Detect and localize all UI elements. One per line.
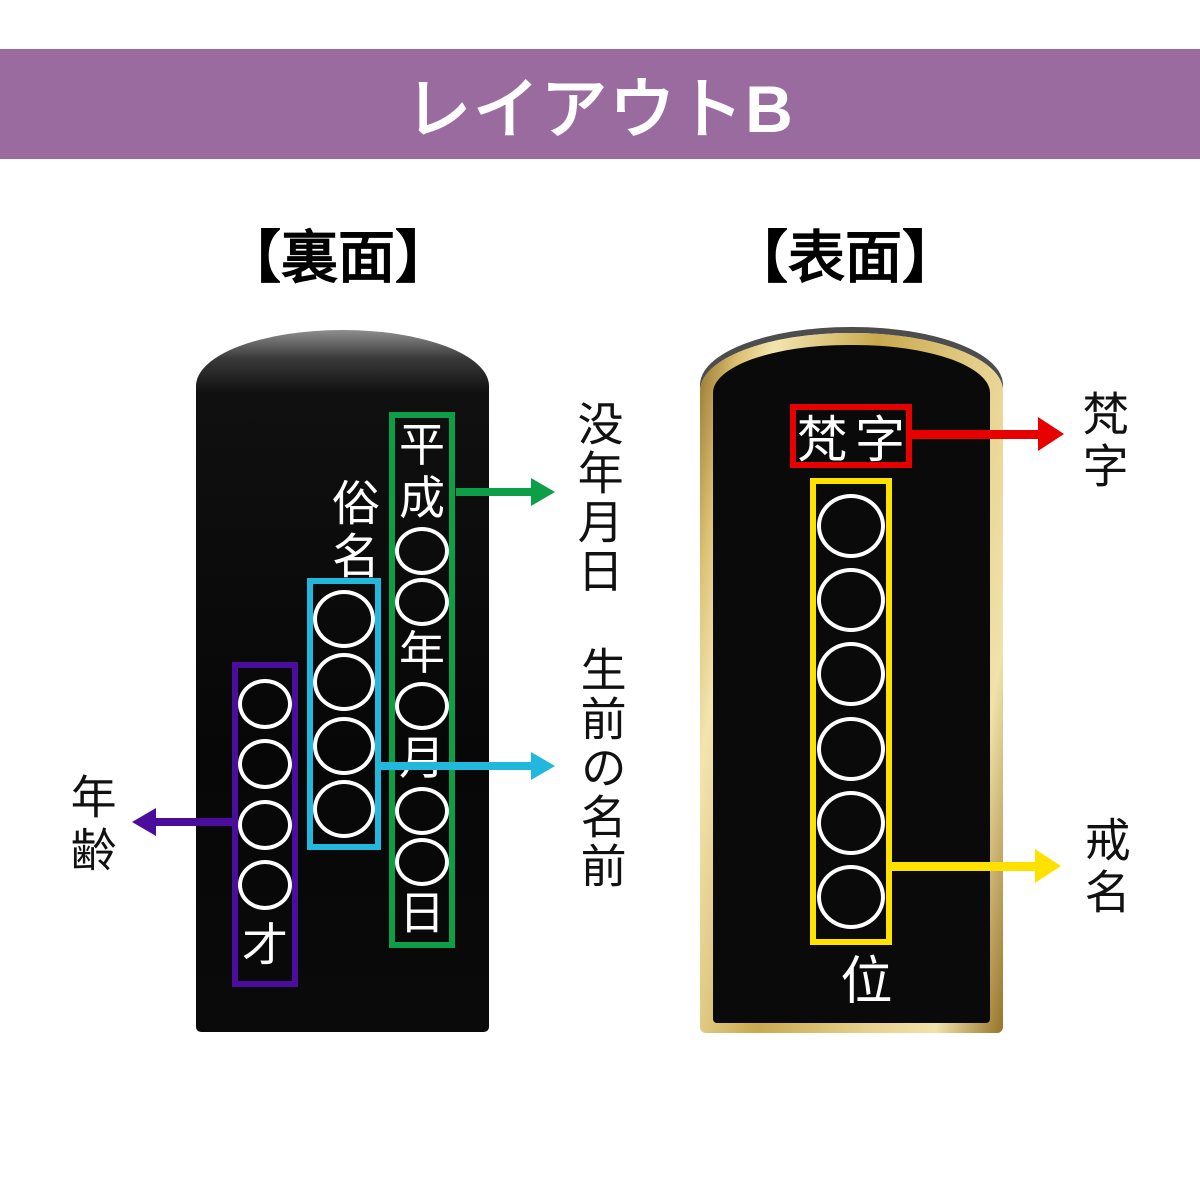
placeholder-circle bbox=[395, 527, 449, 576]
kaimyo-box bbox=[810, 478, 892, 945]
age-box: 才 bbox=[232, 662, 298, 987]
death-date-box: 平成年月日 bbox=[389, 412, 455, 948]
cyan-arrow-line bbox=[381, 762, 532, 770]
purple-arrow-icon bbox=[132, 808, 156, 836]
green-arrow-line bbox=[456, 488, 532, 496]
placeholder-circle bbox=[817, 642, 885, 707]
placeholder-circle bbox=[395, 682, 449, 731]
annotation-bonji: 梵字 bbox=[1076, 390, 1129, 494]
placeholder-circle bbox=[238, 739, 292, 789]
heading-front-side: 【表面】 bbox=[731, 226, 959, 290]
placeholder-circle bbox=[817, 864, 885, 929]
page-title: レイアウトB bbox=[405, 72, 795, 146]
red-arrow-line bbox=[910, 430, 1040, 439]
tablet-character: 年 bbox=[399, 628, 445, 680]
placeholder-circle bbox=[313, 716, 375, 775]
placeholder-circle bbox=[817, 790, 885, 855]
tablet-character: 平 bbox=[399, 420, 445, 472]
placeholder-circle bbox=[817, 716, 885, 781]
green-arrow-icon bbox=[531, 478, 555, 506]
rank-character: 位 bbox=[832, 953, 889, 1005]
placeholder-circle bbox=[313, 589, 375, 648]
yellow-arrow-line bbox=[890, 862, 1037, 871]
placeholder-circle bbox=[238, 860, 292, 910]
tablet-character: 才 bbox=[242, 919, 288, 971]
placeholder-circle bbox=[313, 780, 375, 839]
placeholder-circle bbox=[395, 837, 449, 886]
tablet-character: 日 bbox=[399, 887, 445, 939]
yellow-arrow-icon bbox=[1035, 849, 1061, 883]
living-name-box bbox=[307, 578, 381, 850]
bonji-box: 梵字 bbox=[790, 404, 912, 468]
tablet-character: 成 bbox=[399, 473, 445, 525]
placeholder-circle bbox=[817, 568, 885, 633]
heading-back-side: 【裏面】 bbox=[224, 226, 452, 290]
common-name-label: 俗名 bbox=[324, 478, 377, 584]
annotation-death-date: 没年月日 bbox=[571, 400, 624, 596]
header-banner: レイアウトB bbox=[0, 49, 1200, 159]
annotation-kaimyo: 戒名 bbox=[1078, 816, 1131, 920]
placeholder-circle bbox=[395, 578, 449, 627]
cyan-arrow-icon bbox=[531, 752, 555, 780]
placeholder-circle bbox=[238, 678, 292, 729]
bonji-text: 梵字 bbox=[797, 412, 913, 468]
tablet-character: 月 bbox=[399, 732, 445, 784]
purple-arrow-line bbox=[155, 818, 233, 826]
placeholder-circle bbox=[817, 494, 885, 559]
placeholder-circle bbox=[313, 653, 375, 712]
placeholder-circle bbox=[238, 799, 292, 850]
red-arrow-icon bbox=[1038, 417, 1064, 451]
annotation-age: 年齢 bbox=[64, 773, 117, 879]
placeholder-circle bbox=[395, 786, 449, 835]
annotation-living-name: 生前の名前 bbox=[574, 646, 627, 891]
